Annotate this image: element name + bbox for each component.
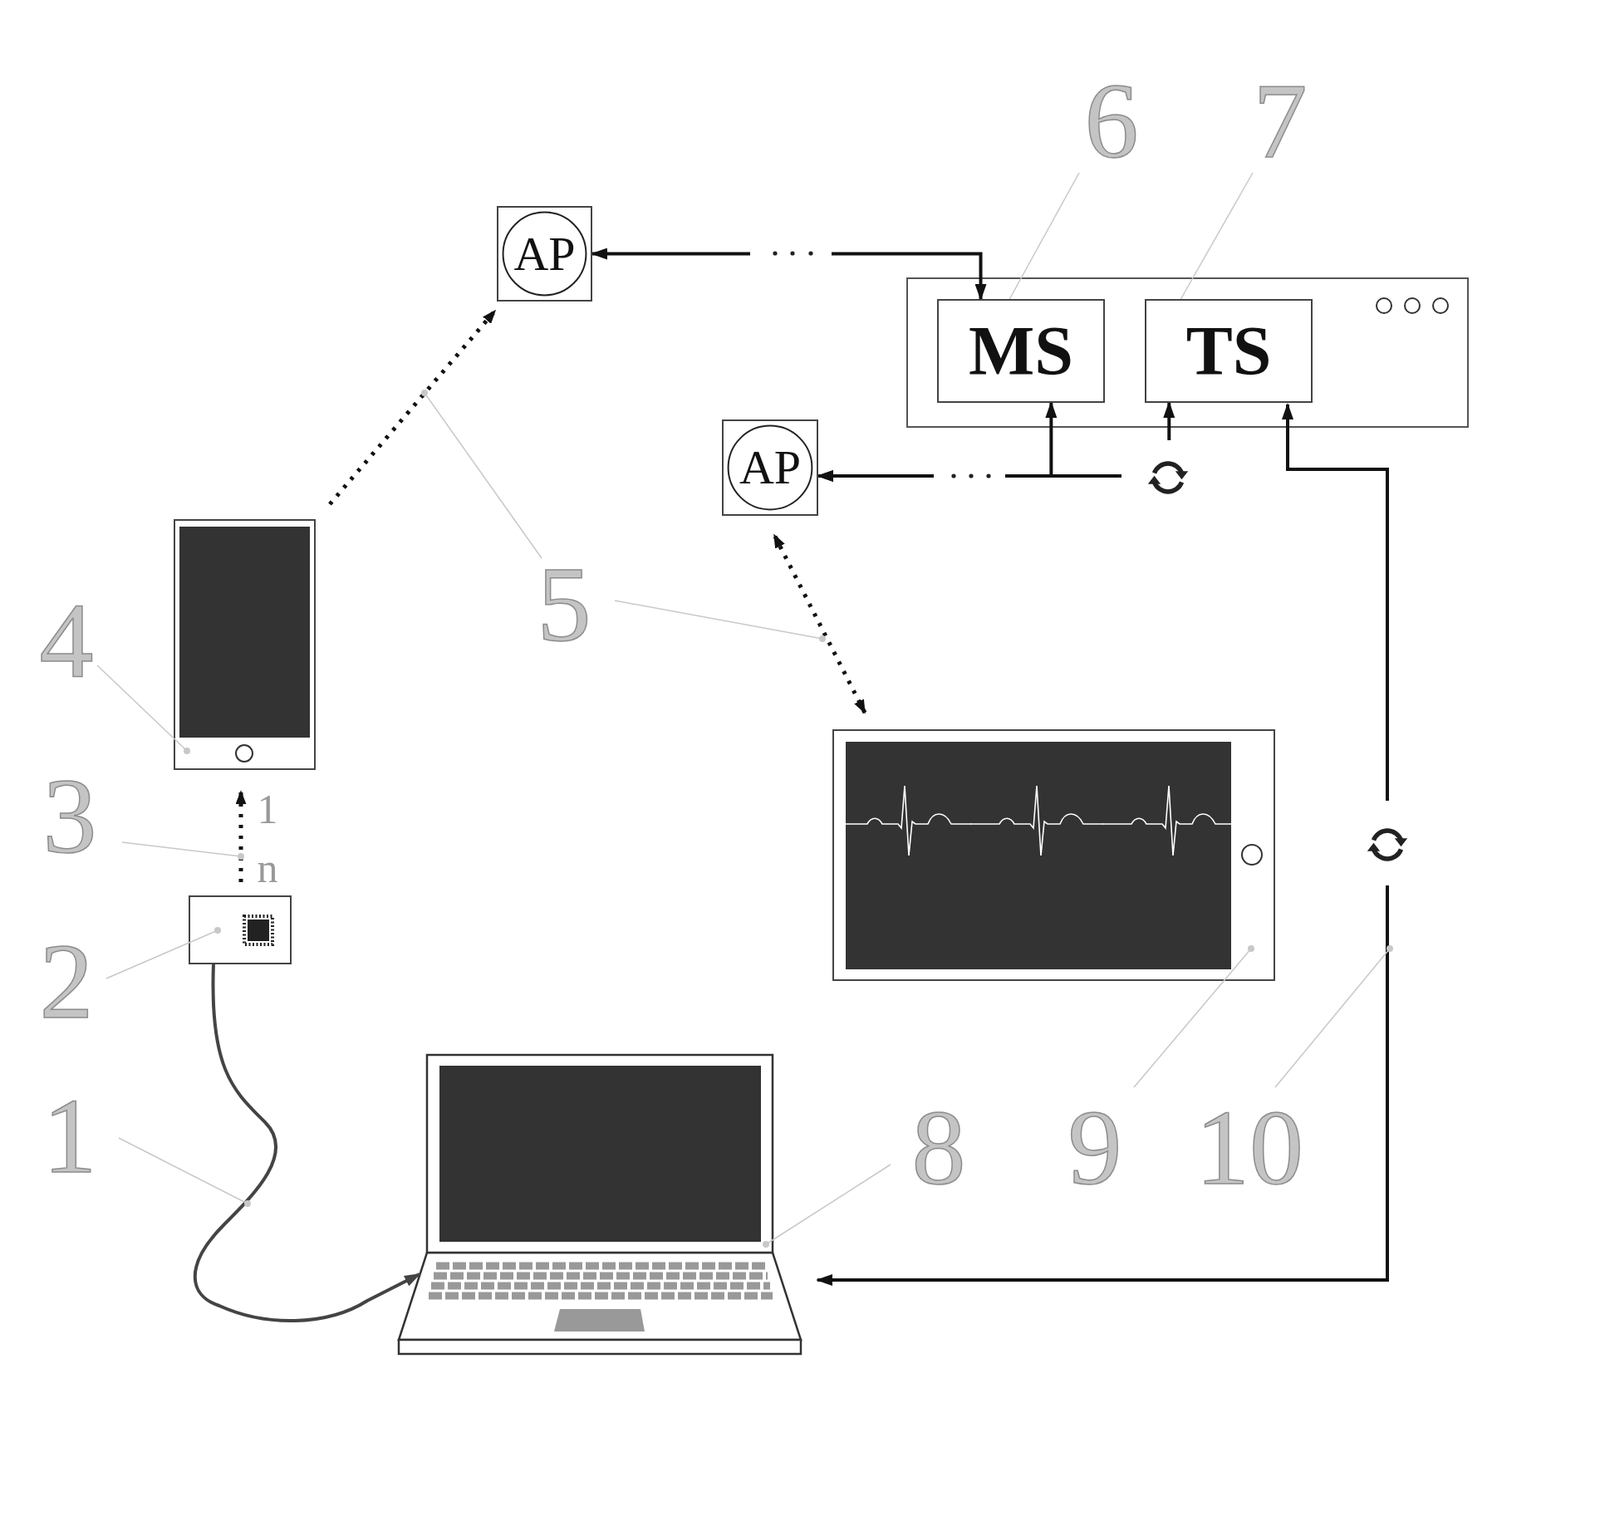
rack-led <box>1404 298 1420 314</box>
tablet-button <box>1241 844 1262 865</box>
phone-body <box>174 520 315 770</box>
leader-dot <box>214 927 221 934</box>
leader-dot <box>183 747 191 755</box>
ecg-beat <box>970 785 1104 856</box>
leader-dot <box>1386 945 1394 953</box>
network-link <box>818 402 1169 477</box>
keyboard-row <box>428 1292 773 1301</box>
keyboard-row <box>436 1262 766 1271</box>
node-label: AP <box>739 443 801 492</box>
leader-line <box>424 392 542 559</box>
chip-pins <box>244 916 273 945</box>
ellipsis-dot <box>986 473 991 478</box>
sync-line <box>817 885 1388 1281</box>
ap-circle <box>728 426 813 511</box>
wireless-link <box>774 534 865 713</box>
line-gap <box>1121 440 1213 516</box>
keyboard-row <box>431 1282 771 1291</box>
leader-line <box>106 930 218 979</box>
sync-head <box>1394 838 1408 847</box>
access-point: AP <box>496 206 593 302</box>
multiplicity-label: 1 <box>257 788 279 830</box>
leader-dot <box>237 853 245 860</box>
leader-line <box>122 842 241 857</box>
leader-dot <box>244 1200 251 1208</box>
rack-led <box>1433 298 1448 314</box>
keyboard-row <box>433 1272 768 1281</box>
leader-dot <box>1247 945 1255 953</box>
server-module: MS <box>937 299 1105 403</box>
laptop-screen <box>439 1065 761 1242</box>
leader-dots <box>183 300 1394 1248</box>
ellipsis-dot <box>772 250 777 256</box>
multiplicity-label: n <box>257 847 279 889</box>
server-module: TS <box>1144 299 1313 403</box>
node-label: TS <box>1186 316 1272 387</box>
laptop-lid <box>426 1055 773 1253</box>
sync-icon <box>1148 463 1188 492</box>
laptop-edge <box>398 1339 801 1355</box>
ecg-trace <box>845 785 1232 856</box>
rack-led <box>1376 298 1392 314</box>
laptop-base <box>398 1252 801 1340</box>
callout-number: 5 <box>537 549 592 658</box>
sync-line <box>1287 404 1388 801</box>
leader-line <box>1177 172 1253 305</box>
bluetooth-link <box>239 791 244 883</box>
leader-line <box>1133 948 1252 1088</box>
leader-dot <box>421 389 428 397</box>
leader-line <box>97 665 187 751</box>
node-label: AP <box>513 230 575 279</box>
ellipsis-dot <box>968 473 973 478</box>
phone-button <box>235 745 253 762</box>
leader-line <box>614 600 823 639</box>
tablet-body <box>833 730 1275 981</box>
leader-lines <box>97 172 1390 1245</box>
usb-cable <box>195 963 420 1321</box>
callout-number: 10 <box>1195 1093 1304 1202</box>
leader-line <box>765 1164 891 1245</box>
phone-screen <box>179 526 310 738</box>
callout-number: 9 <box>1068 1093 1123 1202</box>
sync-head <box>1367 843 1380 852</box>
ecg-beat <box>1102 785 1232 856</box>
callout-number: 8 <box>912 1093 967 1202</box>
leader-dot <box>819 635 826 643</box>
sync-head <box>1175 471 1188 480</box>
callout-number: 4 <box>39 586 94 695</box>
line-gap <box>750 245 832 261</box>
touchpad <box>554 1309 645 1332</box>
server-rack <box>907 278 1468 427</box>
access-point: AP <box>721 419 819 516</box>
ellipsis-dot <box>790 250 795 256</box>
callout-number: 3 <box>43 761 98 870</box>
callout-number: 6 <box>1084 66 1139 175</box>
wireless-link <box>329 310 496 505</box>
callout-number: 7 <box>1253 66 1308 175</box>
callout-number: 2 <box>39 927 94 1036</box>
leader-dot <box>762 1241 770 1248</box>
network-link <box>818 402 1051 477</box>
sync-icon <box>1367 830 1408 859</box>
sync-head <box>1148 476 1161 485</box>
leader-line <box>118 1138 248 1204</box>
line-gap <box>933 468 1006 484</box>
sensor-board <box>189 896 291 964</box>
ecg-beat <box>845 785 972 856</box>
ecg-baseline <box>845 823 1232 825</box>
callout-number: 1 <box>43 1081 98 1190</box>
leader-line <box>1006 172 1080 305</box>
ap-circle <box>503 212 587 296</box>
chip <box>247 919 270 942</box>
leader-line <box>1275 948 1390 1088</box>
ellipsis-dot <box>808 250 813 256</box>
node-label: MS <box>968 316 1074 387</box>
ellipsis-dot <box>951 473 956 478</box>
